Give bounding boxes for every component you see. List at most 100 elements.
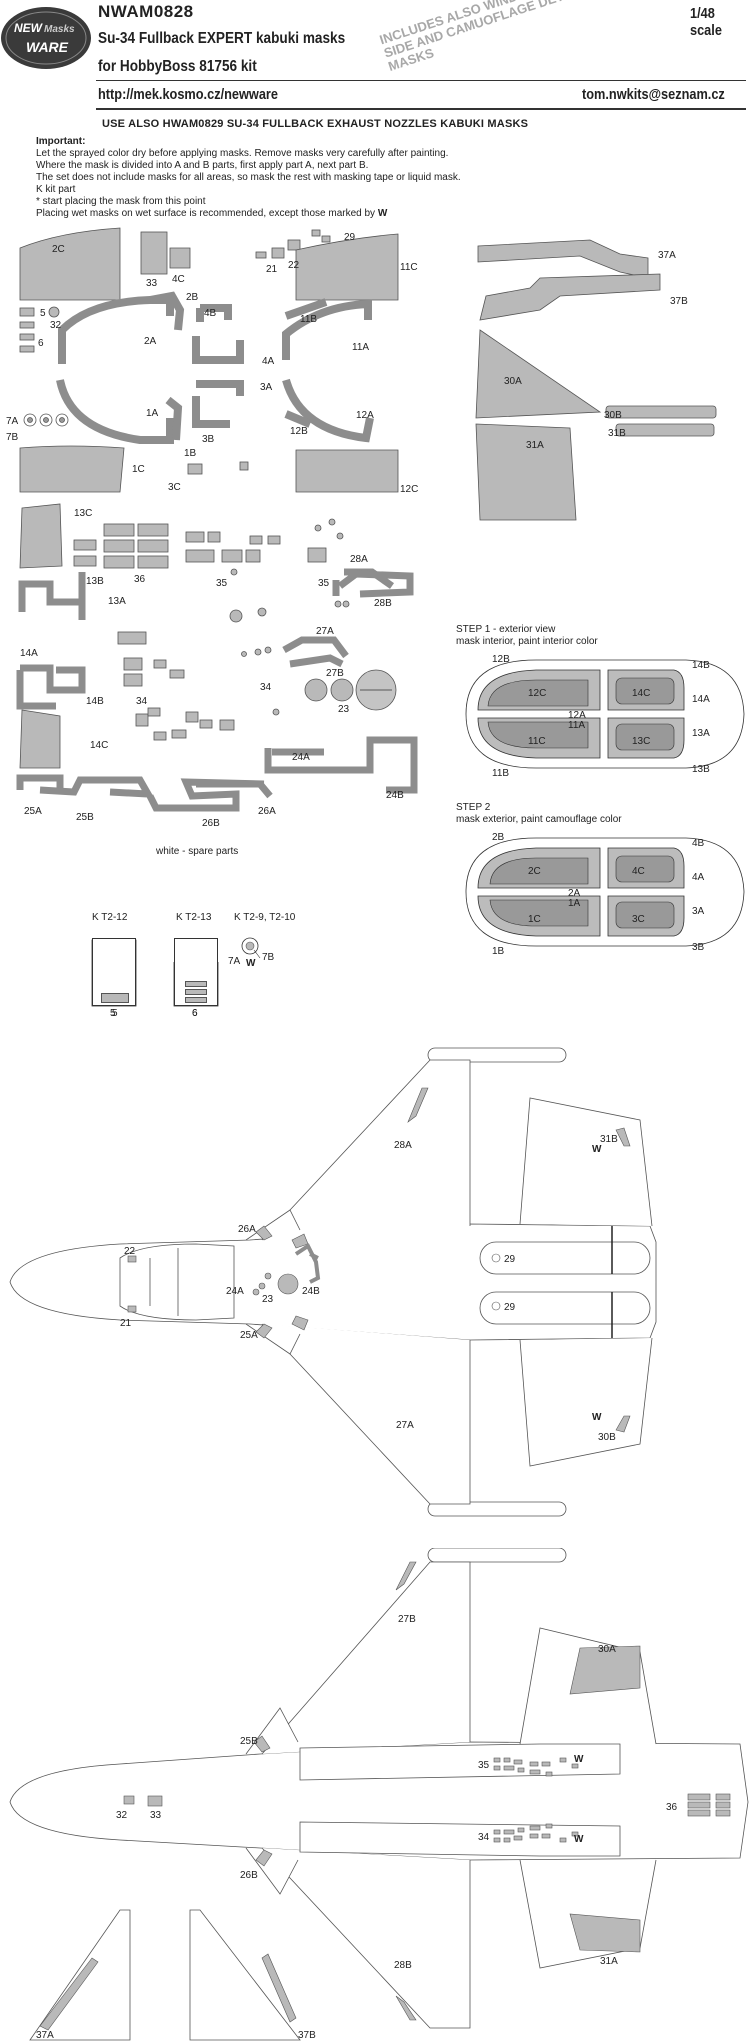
mask-12C <box>295 449 399 493</box>
label-31B: 31B <box>608 428 626 439</box>
label-37B: 37B <box>670 296 688 307</box>
top-label: 31B <box>600 1134 618 1145</box>
mask-30B <box>605 405 717 419</box>
bottom-label: 27B <box>398 1614 416 1625</box>
kit-part-5: 5 <box>112 1008 118 1019</box>
website-link[interactable]: http://mek.kosmo.cz/newware <box>98 86 278 103</box>
label-32: 32 <box>50 320 62 331</box>
instructions: Important: Let the sprayed color dry bef… <box>36 136 506 220</box>
mask-11A <box>282 299 372 360</box>
mask-4B <box>196 304 232 322</box>
step2-label: 3B <box>692 942 705 953</box>
label-35: 35 <box>216 578 228 589</box>
logo-ware: WARE <box>26 39 69 55</box>
instruction-line: Let the sprayed color dry before applyin… <box>36 148 449 159</box>
step2-label: 4B <box>692 838 705 849</box>
kit-t2-9-diagram: 7A 7B W <box>228 937 275 969</box>
mask-30A <box>475 329 602 419</box>
header-divider-bottom <box>96 108 746 110</box>
mask-sheet: 2C 33 4C 21 22 29 11C 5 32 6 2B 4B 11B 2… <box>6 227 717 962</box>
step1-label: 12A <box>568 710 586 721</box>
kit-part-7A: 7A <box>228 956 241 967</box>
step2-label: 2B <box>492 832 505 843</box>
wet-mark-icon: W <box>592 1412 602 1423</box>
label-28B: 28B <box>374 598 392 609</box>
mask-37B <box>479 273 661 321</box>
instruction-line: The set does not include masks for all a… <box>36 172 461 183</box>
label-28A: 28A <box>350 554 368 565</box>
step1-canopy-diagram: 12B 14B 12C 14C 14A 12A 11A 11C 13C 13A … <box>465 654 745 776</box>
wet-mark-icon: W <box>246 958 256 969</box>
label-12C: 12C <box>400 484 418 495</box>
header <box>0 0 750 112</box>
bottom-label: 28B <box>394 1960 412 1971</box>
mask-1A <box>56 379 174 444</box>
label-24A: 24A <box>292 752 310 763</box>
step1-label: 14C <box>632 688 650 699</box>
label-14B: 14B <box>86 696 104 707</box>
top-label: 28A <box>394 1140 412 1151</box>
label-30B: 30B <box>604 410 622 421</box>
bottom-label: 30A <box>598 1644 616 1655</box>
new-ware-logo-icon: NEW Masks WARE <box>1 7 91 69</box>
label-26B: 26B <box>202 818 220 829</box>
bottom-label: 31A <box>600 1956 618 1967</box>
mask-25B <box>39 776 155 798</box>
instructions-title: Important: <box>36 136 86 147</box>
product-code: NWAM0828 <box>98 2 194 21</box>
kit-mask-5 <box>101 993 129 1003</box>
step1-title: STEP 1 - exterior view mask interior, pa… <box>456 624 598 647</box>
bottom-label: 36 <box>666 1802 678 1813</box>
step2-canopy-diagram: 2B 4B 2C 4C 4A 2A 1A 3A 1C 3C 1B 3B <box>465 832 745 954</box>
label-22: 22 <box>288 260 300 271</box>
mask-24A <box>264 736 418 794</box>
bottom-view-diagram: 27B 30A 25B 35 32 33 36 26B 34 28B 31A W… <box>9 1548 749 2041</box>
wet-mark-icon: W <box>377 208 388 219</box>
product-title: Su-34 Fullback EXPERT kabuki masks <box>98 30 346 47</box>
label-3B: 3B <box>202 434 215 445</box>
mask-14A <box>16 670 56 710</box>
bottom-label: 25B <box>240 1736 258 1747</box>
mask-37A <box>477 239 649 279</box>
logo-masks: Masks <box>44 24 75 35</box>
top-label: 26A <box>238 1224 256 1235</box>
step2-label: 2C <box>528 866 541 877</box>
step1-label: 11A <box>568 720 585 731</box>
label-34: 34 <box>260 682 272 693</box>
step2-title: STEP 2 mask exterior, paint camouflage c… <box>456 802 622 825</box>
mask-27A <box>282 636 349 659</box>
top-label: 30B <box>598 1432 616 1443</box>
label-1C: 1C <box>132 464 145 475</box>
top-label: 24A <box>226 1286 244 1297</box>
mask-3A <box>196 380 244 396</box>
top-label: 25A <box>240 1330 258 1341</box>
wet-mark-icon: W <box>574 1754 584 1765</box>
mask-28B <box>337 570 414 598</box>
mask-13B <box>18 580 82 612</box>
step2-label: 3A <box>692 906 705 917</box>
email-link[interactable]: tom.nwkits@seznam.cz <box>582 86 725 103</box>
mask-2A <box>58 296 174 364</box>
label-12B: 12B <box>290 426 308 437</box>
step2-label: 3C <box>632 914 645 925</box>
label-37A: 37A <box>658 250 676 261</box>
top-label: 29 <box>504 1254 516 1265</box>
label-13C: 13C <box>74 508 92 519</box>
label-4B: 4B <box>204 308 217 319</box>
label-33: 33 <box>146 278 158 289</box>
label-25A: 25A <box>24 806 42 817</box>
mask-4C <box>169 247 191 269</box>
top-view-diagram: 28A 31B 26A 22 24A 24B 29 23 29 21 25A 2… <box>9 1047 657 1517</box>
instruction-line: K kit part <box>36 184 76 195</box>
step1-label: 12C <box>528 688 546 699</box>
step2-label: 1A <box>568 898 581 909</box>
step1-label: 14B <box>692 660 710 671</box>
instruction-line: Placing wet masks on wet surface is reco… <box>36 208 388 219</box>
bottom-label: 26B <box>240 1870 258 1881</box>
kit-t2-9: K T2-9, T2-10 <box>234 912 296 923</box>
label-25B: 25B <box>76 812 94 823</box>
mask-12B <box>284 410 312 428</box>
mask-27B <box>289 654 344 668</box>
step2-label: 1C <box>528 914 541 925</box>
bottom-label: 37A <box>36 2030 54 2041</box>
